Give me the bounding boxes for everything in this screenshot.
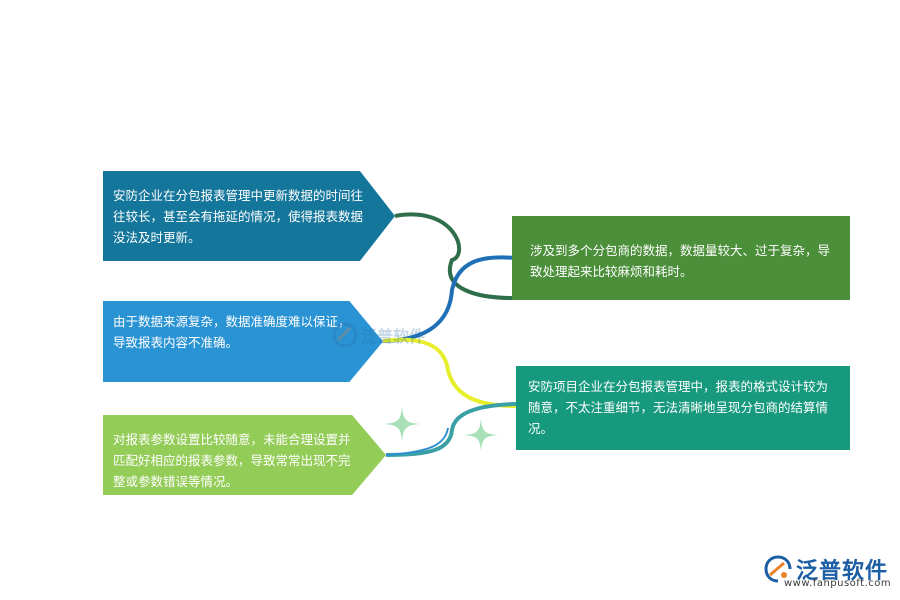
issue-box-1: 安防企业在分包报表管理中更新数据的时间往往较长，甚至会有拖延的情况，使得报表数据… <box>103 171 395 261</box>
issue-box-5: 安防项目企业在分包报表管理中，报表的格式设计较为随意，不太注重细节，无法清晰地呈… <box>516 366 850 450</box>
brand-url[interactable]: www.fanpusoft.com <box>784 578 892 589</box>
watermark: 泛普软件 <box>332 322 425 348</box>
issue-box-3: 对报表参数设置比较随意，未能合理设置并匹配好相应的报表参数，导致常常出现不完整或… <box>103 415 386 495</box>
brand-name: 泛普软件 <box>796 559 889 584</box>
fanpu-logo-icon <box>764 555 792 583</box>
connector-line <box>382 337 517 408</box>
issue-box-2: 由于数据来源复杂，数据准确度难以保证，导致报表内容不准确。 <box>103 301 383 382</box>
issue-box-4: 涉及到多个分包商的数据，数据量较大、过于复杂，导致处理起来比较麻烦和耗时。 <box>512 216 850 300</box>
issue-text-4: 涉及到多个分包商的数据，数据量较大、过于复杂，导致处理起来比较麻烦和耗时。 <box>530 243 831 279</box>
connector-line <box>385 402 517 457</box>
watermark-text: 泛普软件 <box>361 327 426 346</box>
issue-text-5: 安防项目企业在分包报表管理中，报表的格式设计较为随意，不太注重细节，无法清晰地呈… <box>528 379 829 436</box>
connector-line <box>394 212 513 300</box>
issue-text-3: 对报表参数设置比较随意，未能合理设置并匹配好相应的报表参数，导致常常出现不完整或… <box>113 432 351 489</box>
sparkle-icon <box>464 418 498 452</box>
connector-line <box>385 427 449 456</box>
sparkle-icon <box>384 406 420 442</box>
issue-text-1: 安防企业在分包报表管理中更新数据的时间往往较长，甚至会有拖延的情况，使得报表数据… <box>113 188 364 245</box>
issue-text-2: 由于数据来源复杂，数据准确度难以保证，导致报表内容不准确。 <box>113 314 351 350</box>
fanpu-logo-icon <box>332 322 358 348</box>
connector-line <box>382 255 516 343</box>
brand-logo[interactable]: 泛普软件 <box>764 553 888 585</box>
